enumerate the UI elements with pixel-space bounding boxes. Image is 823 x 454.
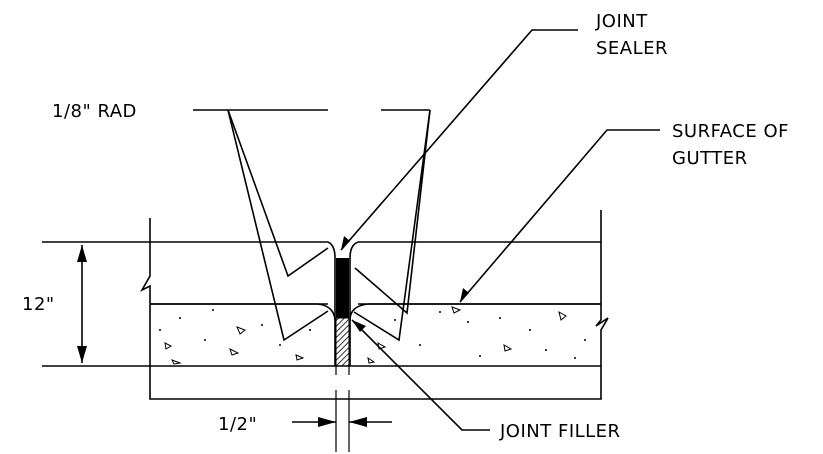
joint-filler-leader: [351, 319, 490, 431]
label-joint-filler: JOINT FILLER: [499, 421, 621, 442]
joint: [150, 241, 601, 375]
joint-sealer-leader: [340, 29, 578, 251]
label-radius: 1/8" RAD: [52, 101, 137, 122]
joint-sealer-fill: [336, 258, 349, 318]
label-joint-sealer-2: SEALER: [596, 38, 668, 59]
label-surface-1: SURFACE OF: [672, 121, 789, 142]
width-dimension: [292, 390, 392, 452]
aggregate-texture: [159, 306, 586, 365]
label-width: 1/2": [218, 414, 257, 435]
surface-leader: [459, 129, 660, 303]
label-surface-2: GUTTER: [672, 148, 748, 169]
label-joint-sealer-1: JOINT: [595, 11, 648, 32]
label-depth: 12": [22, 294, 55, 315]
radius-leaders: [193, 109, 431, 342]
depth-dimension: [77, 245, 87, 363]
joint-filler-hatch: [335, 317, 350, 367]
